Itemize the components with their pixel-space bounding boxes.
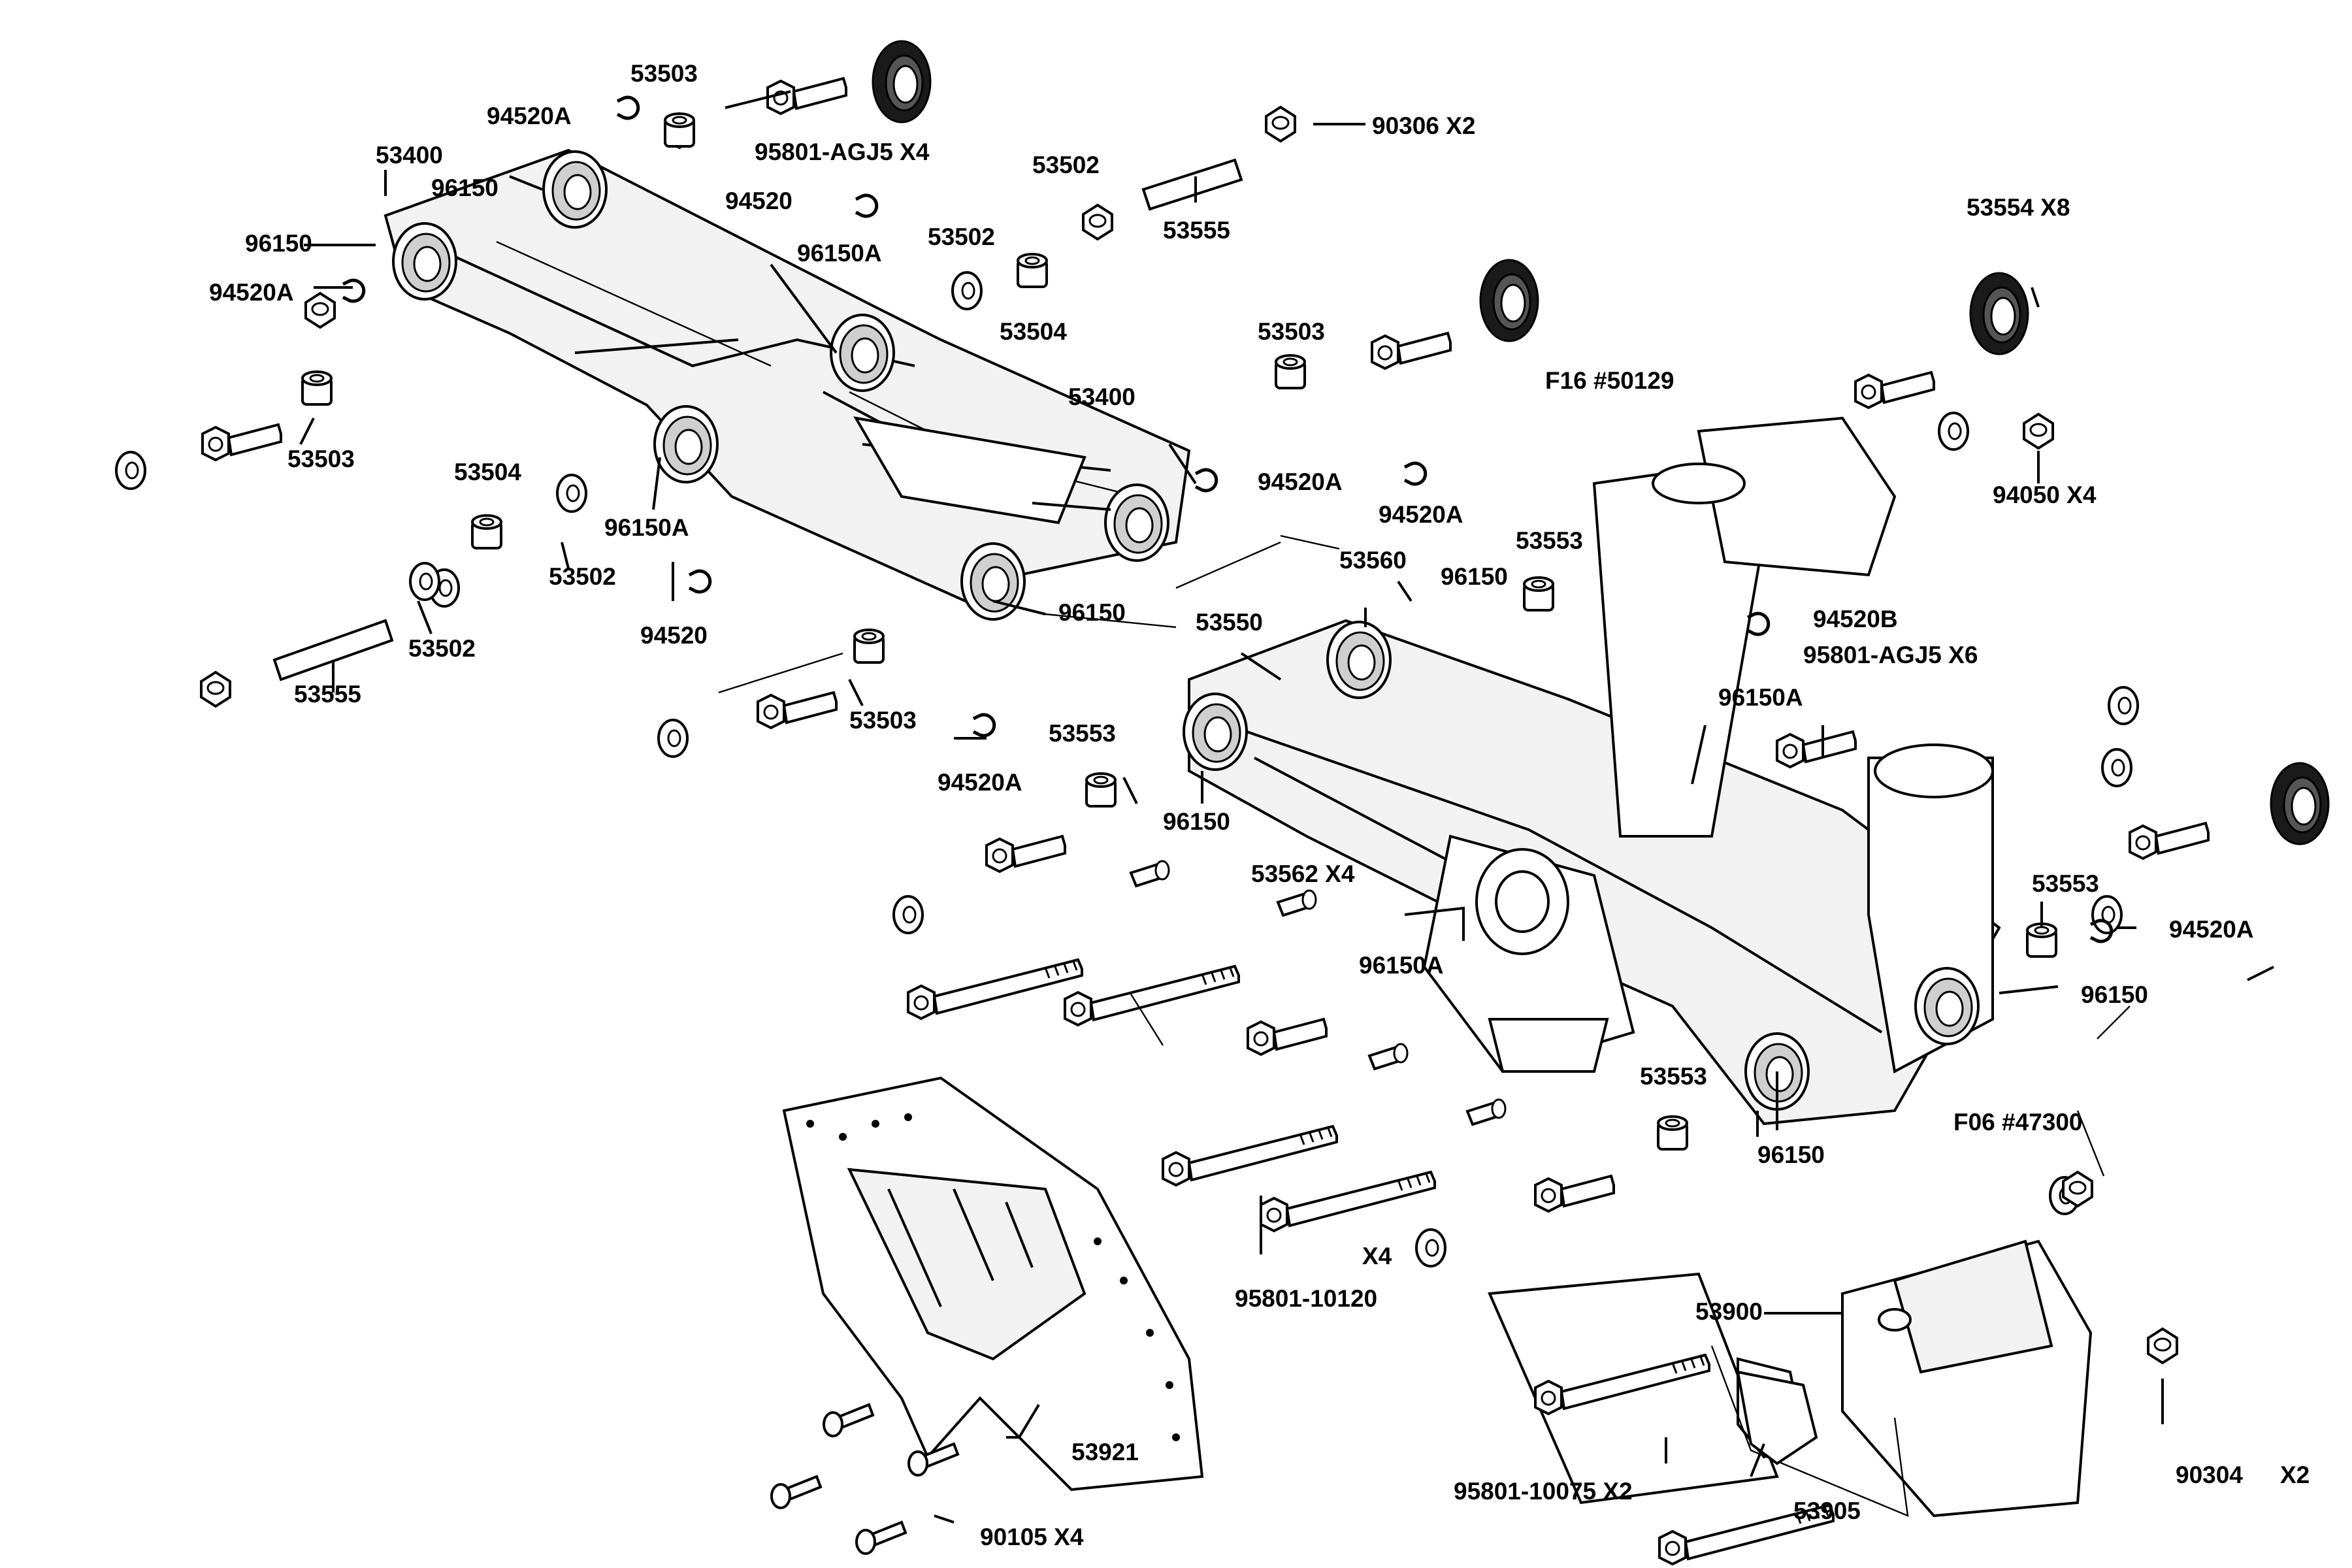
part-labels: 94520A 53503 95801-AGJ5 X4 90306 X2 5340… — [209, 60, 2310, 1550]
label-53503-low: 53503 — [849, 707, 917, 734]
label-53560: 53560 — [1339, 547, 1407, 574]
label-95801-agj5-x6: 95801-AGJ5 X6 — [1803, 642, 1978, 668]
label-94520a-right: 94520A — [2169, 916, 2254, 943]
label-94520-top: 94520 — [725, 188, 792, 214]
label-96150-left: 96150 — [245, 230, 312, 257]
label-96150-bottom: 96150 — [1757, 1141, 1825, 1168]
label-53504-b: 53504 — [454, 459, 521, 485]
label-53553-bot: 53553 — [1640, 1063, 1707, 1090]
label-x4: X4 — [1362, 1243, 1392, 1269]
label-96150a-mid: 96150A — [604, 514, 689, 541]
label-53503-mid: 53503 — [1258, 318, 1325, 345]
label-53562-x4: 53562 X4 — [1251, 860, 1355, 887]
label-53400-right: 53400 — [1068, 384, 1135, 410]
label-94520-mid: 94520 — [640, 622, 708, 649]
label-53555-top: 53555 — [1163, 217, 1230, 244]
label-53550: 53550 — [1196, 609, 1263, 636]
label-96150a-hub: 96150A — [1359, 952, 1444, 979]
label-90306-x2: 90306 X2 — [1372, 112, 1475, 139]
label-x2-90304: X2 — [2280, 1462, 2310, 1488]
leader-lines — [299, 90, 2274, 1524]
label-53400-left: 53400 — [376, 142, 443, 169]
label-96150a-top: 96150A — [797, 240, 882, 267]
label-96150-arm-low: 96150 — [1058, 599, 1126, 626]
label-95801-10075-x2: 95801-10075 X2 — [1454, 1478, 1633, 1505]
label-94520a-mid: 94520A — [1258, 468, 1343, 495]
label-53502-c: 53502 — [549, 563, 616, 590]
label-96150a-frame: 96150A — [1718, 684, 1803, 711]
brake-pads — [1736, 1370, 1818, 1465]
label-f06: F06 #47300 — [1953, 1109, 2083, 1135]
label-53504-a: 53504 — [1000, 318, 1067, 345]
label-53553-low: 53553 — [1049, 720, 1116, 747]
label-94520a-low: 94520A — [938, 769, 1022, 796]
rotor-bolts — [770, 1403, 960, 1555]
label-94520a-mid2: 94520A — [1379, 501, 1463, 528]
label-94520b: 94520B — [1813, 606, 1898, 632]
label-95801-agj5-x4: 95801-AGJ5 X4 — [755, 139, 930, 165]
swing-arm-upper — [384, 148, 1191, 610]
label-53553-top: 53553 — [1516, 527, 1583, 554]
label-53553-right: 53553 — [2032, 870, 2099, 897]
label-53554-x8: 53554 X8 — [1967, 194, 2070, 221]
label-94520a-top: 94520A — [487, 103, 572, 129]
label-90105-x4: 90105 X4 — [980, 1524, 1084, 1550]
label-90304: 90304 — [2176, 1462, 2243, 1488]
label-96150-frame: 96150 — [1441, 563, 1508, 590]
brake-disc — [782, 1076, 1204, 1492]
label-94520a-left: 94520A — [209, 279, 294, 306]
label-53555-bottom: 53555 — [294, 681, 361, 708]
label-53503-top: 53503 — [630, 60, 698, 87]
label-53900: 53900 — [1695, 1298, 1763, 1325]
label-53502-a: 53502 — [1032, 152, 1100, 178]
label-f16: F16 #50129 — [1545, 367, 1674, 394]
label-94050-x4: 94050 X4 — [1993, 482, 2097, 508]
label-53905: 53905 — [1793, 1497, 1861, 1524]
label-95801-10120: 95801-10120 — [1235, 1285, 1377, 1312]
label-53502-d: 53502 — [408, 635, 476, 662]
label-96150-frame-left: 96150 — [1163, 808, 1230, 835]
label-53921: 53921 — [1071, 1439, 1139, 1465]
label-96150-right: 96150 — [2081, 981, 2148, 1008]
label-53502-b: 53502 — [928, 223, 995, 250]
label-96150-arm-top: 96150 — [431, 174, 498, 201]
label-53503-left: 53503 — [287, 446, 355, 472]
